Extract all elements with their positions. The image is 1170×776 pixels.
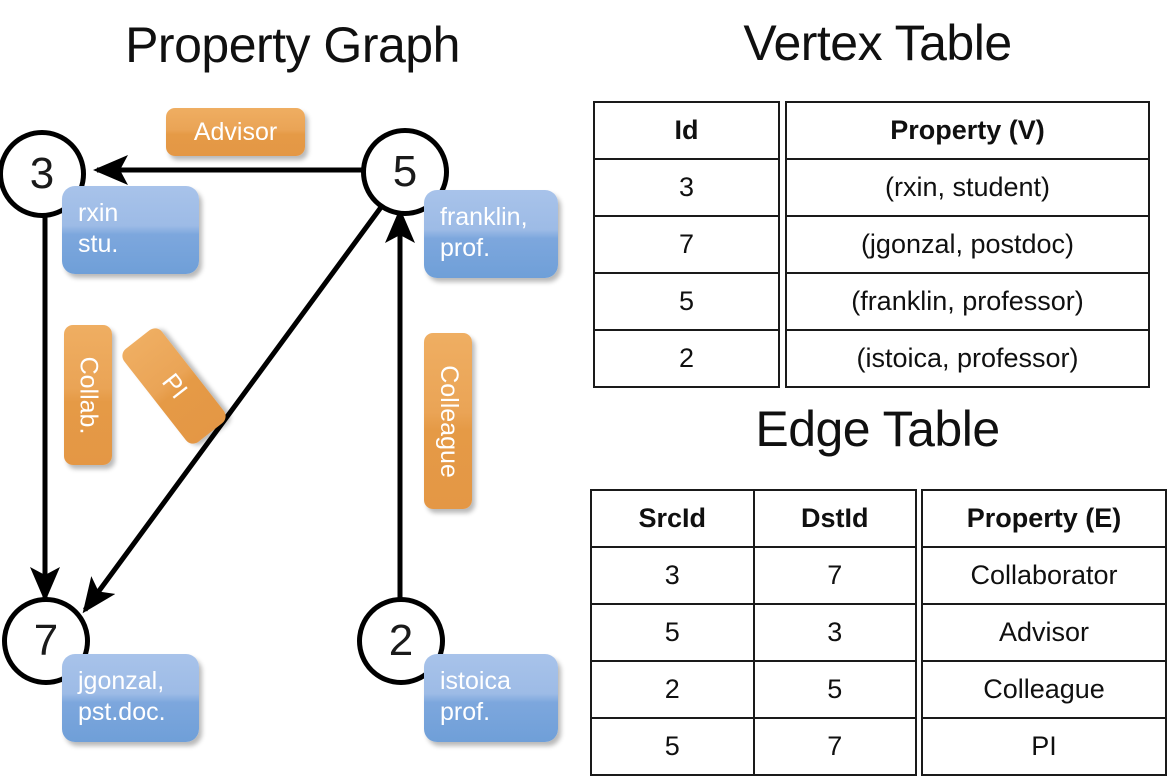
graph-edge-label-advisor: Advisor [166, 108, 305, 156]
table-row: 7 [593, 215, 780, 274]
graph-node-5-property-callout: franklin, prof. [424, 190, 558, 278]
graph-node-5-label: 5 [392, 147, 418, 196]
vertex-table-header-property: Property (V) [785, 101, 1150, 160]
graph-node-2-property-line2: prof. [440, 697, 491, 726]
edge-table-cell-dst-0: 7 [752, 546, 917, 605]
table-row: 3 [593, 158, 780, 217]
edge-table-cell-property-1: Advisor [921, 603, 1167, 662]
table-row: (rxin, student) [785, 158, 1150, 217]
graph-edge-label-pi-text: PI [156, 367, 193, 404]
graph-node-7-property-callout: jgonzal, pst.doc. [62, 654, 199, 742]
vertex-table-cell-property-2: (franklin, professor) [785, 272, 1150, 331]
table-header-row: Id [593, 101, 780, 160]
graph-edge-label-collab: Collab. [64, 325, 112, 465]
edge-table-cell-property-3: PI [921, 717, 1167, 776]
table-header-row: Property (V) [785, 101, 1150, 160]
vertex-table-property-column: Property (V) (rxin, student) (jgonzal, p… [785, 101, 1150, 388]
edge-table-id-columns: SrcId DstId 3 7 5 3 2 5 5 7 [590, 489, 917, 776]
table-row: 5 [593, 272, 780, 331]
vertex-table-cell-id-3: 2 [593, 329, 780, 388]
page-title-edge-table: Edge Table [755, 401, 1000, 457]
page-title-vertex-table: Vertex Table [743, 15, 1012, 71]
edge-table-cell-property-2: Colleague [921, 660, 1167, 719]
table-row: Advisor [921, 603, 1167, 662]
graph-node-7-label: 7 [33, 616, 59, 665]
vertex-table-id-column: Id 3 7 5 2 [593, 101, 780, 388]
table-row: (istoica, professor) [785, 329, 1150, 388]
vertex-table-cell-property-0: (rxin, student) [785, 158, 1150, 217]
vertex-table-cell-id-1: 7 [593, 215, 780, 274]
vertex-table-cell-property-3: (istoica, professor) [785, 329, 1150, 388]
graph-node-3-property-callout: rxin stu. [62, 186, 199, 274]
graph-edge-label-colleague: Colleague [424, 333, 472, 509]
edge-table-cell-src-1: 5 [590, 603, 755, 662]
graph-edge-label-advisor-text: Advisor [193, 117, 278, 146]
edge-table-cell-dst-2: 5 [752, 660, 917, 719]
edge-table-cell-dst-3: 7 [752, 717, 917, 776]
graph-edge-5-to-7 [82, 193, 393, 614]
edge-table-header-property: Property (E) [921, 489, 1167, 548]
table-row: 2 5 [590, 660, 917, 719]
vertex-table-cell-id-2: 5 [593, 272, 780, 331]
vertex-table-cell-property-1: (jgonzal, postdoc) [785, 215, 1150, 274]
graph-node-3-label: 3 [29, 149, 55, 198]
graph-edge-label-collab-text: Collab. [74, 356, 103, 434]
table-row: (jgonzal, postdoc) [785, 215, 1150, 274]
graph-node-2-label: 2 [388, 616, 414, 665]
table-row: Collaborator [921, 546, 1167, 605]
table-row: Colleague [921, 660, 1167, 719]
edge-table-header-srcid: SrcId [590, 489, 755, 548]
page-title-property-graph: Property Graph [125, 17, 460, 73]
graph-node-7-property-line1: jgonzal, [78, 667, 165, 695]
graph-node-2-property-callout: istoica prof. [424, 654, 558, 742]
table-header-row: SrcId DstId [590, 489, 917, 548]
edge-table-header-dstid: DstId [752, 489, 917, 548]
edge-table-cell-src-0: 3 [590, 546, 755, 605]
table-row: PI [921, 717, 1167, 776]
vertex-table-cell-id-0: 3 [593, 158, 780, 217]
graph-node-3-property-line2: stu. [78, 229, 119, 258]
edge-table-cell-property-0: Collaborator [921, 546, 1167, 605]
graph-node-7-property-line2: pst.doc. [78, 697, 166, 726]
table-row: (franklin, professor) [785, 272, 1150, 331]
graph-node-5-property-line2: prof. [440, 233, 491, 262]
table-row: 5 7 [590, 717, 917, 776]
table-row: 5 3 [590, 603, 917, 662]
table-row: 3 7 [590, 546, 917, 605]
graph-node-2-property-line1: istoica [440, 667, 511, 695]
graph-node-5-property-line1: franklin, [440, 203, 528, 231]
graph-node-3-property-line1: rxin [78, 199, 119, 227]
vertex-table-header-id: Id [593, 101, 780, 160]
edge-table-property-column: Property (E) Collaborator Advisor Collea… [921, 489, 1167, 776]
edge-table-cell-src-2: 2 [590, 660, 755, 719]
graph-edge-label-colleague-text: Colleague [434, 364, 463, 478]
graph-node-2[interactable]: 2 [357, 597, 445, 685]
table-row: 2 [593, 329, 780, 388]
edge-table-cell-dst-1: 3 [752, 603, 917, 662]
property-graph-diagram: 3 5 7 2 rxin stu. franklin, prof. jgonza… [0, 0, 585, 760]
edge-table-cell-src-3: 5 [590, 717, 755, 776]
graph-edges-svg [30, 155, 415, 614]
table-header-row: Property (E) [921, 489, 1167, 548]
